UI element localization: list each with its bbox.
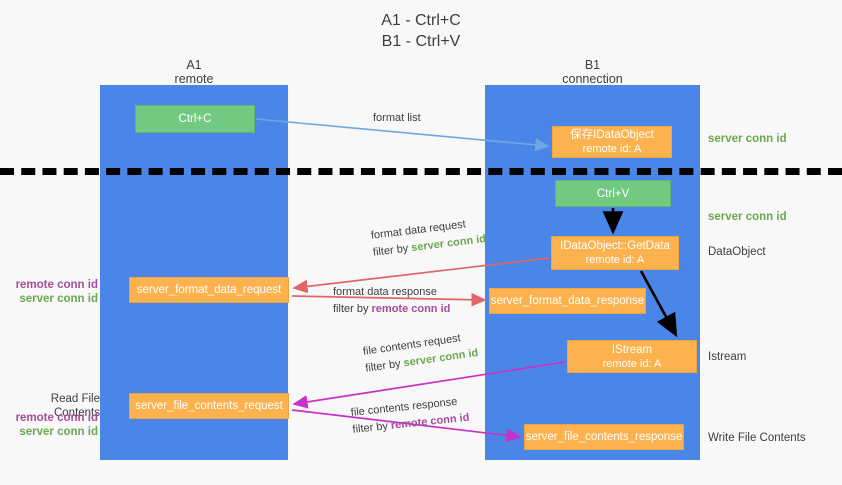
annotation-istream: Istream <box>708 351 747 363</box>
edge-fdres-filter-prefix: filter by <box>333 303 372 315</box>
annotation-remote-conn-id-lower: remote conn id <box>15 412 98 424</box>
swimlane-b1-header: B1 connection <box>485 58 700 86</box>
edge-fcres-filter-prefix: filter by <box>351 419 392 436</box>
edge-label-format-data-request: format data request filter by server con… <box>370 214 487 262</box>
swimlane-a1-role: remote <box>174 72 214 86</box>
node-sfd-response-label: server_format_data_response <box>490 295 645 307</box>
annotation-remote-conn-id-upper: remote conn id <box>15 279 98 291</box>
node-ctrl-c[interactable]: Ctrl+C <box>135 105 255 133</box>
node-istream-subtitle: remote id: A <box>602 357 662 370</box>
annotation-write-file-contents: Write File Contents <box>708 432 806 444</box>
swimlane-a1-name: A1 <box>186 58 202 72</box>
edge-fcreq-filter-prefix: filter by <box>364 357 405 375</box>
swimlane-a1-header: A1 remote <box>100 58 288 86</box>
node-server-format-data-response[interactable]: server_format_data_response <box>489 288 646 314</box>
annotation-server-conn-id-lower: server conn id <box>19 426 98 438</box>
annotation-conn-ids-upper: remote conn id server conn id <box>8 278 98 306</box>
node-server-file-contents-response[interactable]: server_file_contents_response <box>524 424 684 450</box>
edge-label-format-list: format list <box>373 110 421 127</box>
phase-divider <box>0 168 842 175</box>
node-sfc-request-label: server_file_contents_request <box>135 400 283 412</box>
node-idataobject-getdata[interactable]: IDataObject::GetData remote id: A <box>551 236 679 270</box>
edge-label-file-contents-response: file contents response filter by remote … <box>350 393 470 439</box>
edge-label-format-data-response: format data response filter by remote co… <box>333 284 450 318</box>
swimlane-b1-role: connection <box>562 72 623 86</box>
node-istream-title: IStream <box>611 343 653 356</box>
node-ctrl-v[interactable]: Ctrl+V <box>555 180 671 207</box>
annotation-server-conn-id-top: server conn id <box>708 133 787 145</box>
node-sfd-request-label: server_format_data_request <box>136 284 282 296</box>
node-idataobject-title: 保存IDataObject <box>570 129 654 141</box>
annotation-dataobject: DataObject <box>708 246 766 258</box>
node-idataobject-subtitle: remote id: A <box>582 143 642 155</box>
node-istream[interactable]: IStream remote id: A <box>567 340 697 373</box>
annotation-read-file-contents: Read File Contents <box>50 393 100 419</box>
node-getdata-title: IDataObject::GetData <box>560 240 670 252</box>
edge-label-file-contents-request: file contents request filter by server c… <box>362 328 479 377</box>
node-sfc-response-label: server_file_contents_response <box>525 431 683 443</box>
node-server-file-contents-request[interactable]: server_file_contents_request <box>129 393 289 419</box>
node-idataobject[interactable]: 保存IDataObject remote id: A <box>552 126 672 158</box>
title-line-2: B1 - Ctrl+V <box>381 33 461 50</box>
annotation-server-conn-id-upper: server conn id <box>19 293 98 305</box>
annotation-server-conn-id-mid: server conn id <box>708 211 787 223</box>
node-ctrl-v-label: Ctrl+V <box>596 187 630 200</box>
edge-label-format-list-text: format list <box>373 112 421 124</box>
node-server-format-data-request[interactable]: server_format_data_request <box>129 277 289 303</box>
edge-fdres-line1: format data response <box>333 286 437 298</box>
swimlane-b1-name: B1 <box>584 58 601 72</box>
page-title: A1 - Ctrl+C B1 - Ctrl+V <box>0 10 842 52</box>
node-ctrl-c-label: Ctrl+C <box>178 113 212 125</box>
edge-fdres-filter-value: remote conn id <box>371 303 451 315</box>
edge-fdreq-filter-prefix: filter by <box>372 242 413 259</box>
node-getdata-subtitle: remote id: A <box>585 254 645 266</box>
annotation-conn-ids-lower: remote conn id server conn id <box>8 411 98 439</box>
title-line-1: A1 - Ctrl+C <box>381 12 461 29</box>
